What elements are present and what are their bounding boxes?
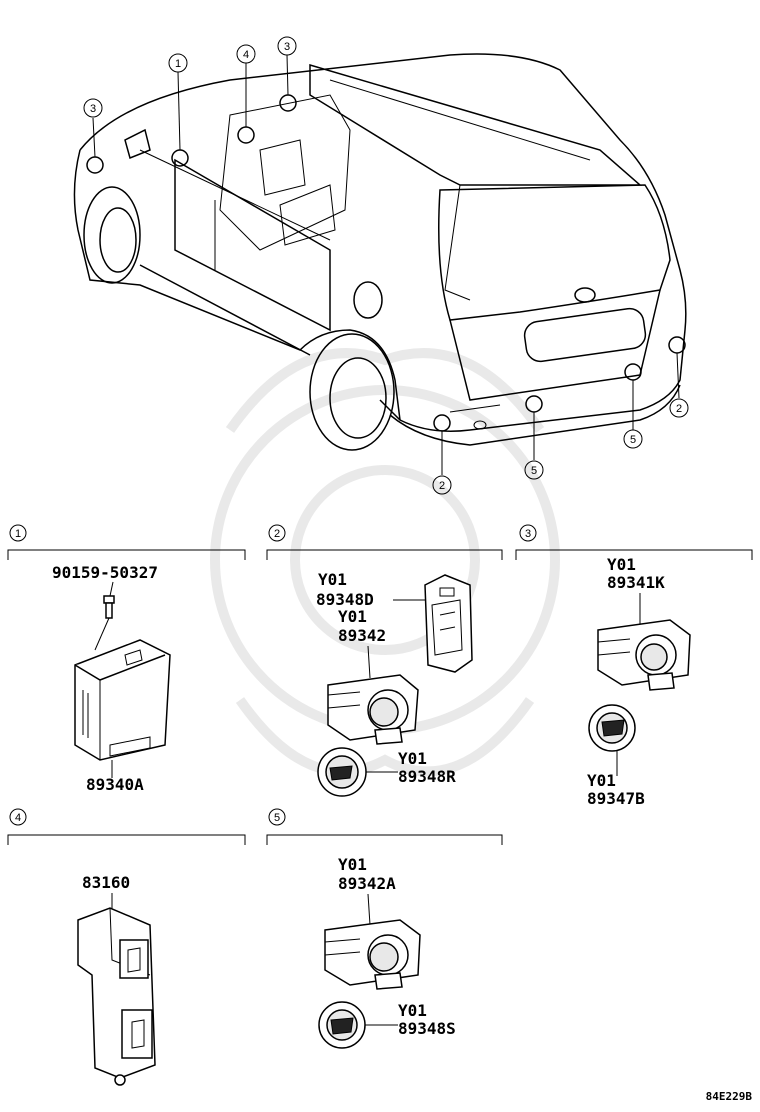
sensor-switch-panel xyxy=(77,907,156,1086)
part-89342A: 89342A xyxy=(338,874,396,893)
control-module-ecu xyxy=(74,639,171,761)
section-1-number: 1 xyxy=(15,528,21,540)
callout-2-left: 2 xyxy=(439,480,445,492)
vehicle-illustration xyxy=(73,53,687,475)
section-3: Y01 89341K Y01 89347B xyxy=(587,555,691,808)
part-89340A: 89340A xyxy=(86,775,144,794)
part-89348S: 89348S xyxy=(398,1019,456,1038)
corner-sensor-ring xyxy=(588,704,636,752)
callout-3-roof: 3 xyxy=(284,41,290,53)
section-2: Y01 89348D Y01 89342 Y01 89348R xyxy=(316,570,473,797)
parking-sensor xyxy=(327,674,419,745)
callout-circle xyxy=(623,429,643,449)
callout-circle xyxy=(277,36,297,56)
callout-circle xyxy=(669,398,689,418)
part-89348R: 89348R xyxy=(398,767,456,786)
part-89341K: 89341K xyxy=(607,573,665,592)
section-headers: 1 2 3 4 5 xyxy=(7,524,753,845)
section-3-number: 3 xyxy=(525,528,531,540)
part-y01-bracket: Y01 xyxy=(318,570,347,589)
part-83160: 83160 xyxy=(82,873,130,892)
part-y01-ring: Y01 xyxy=(398,749,427,768)
callout-circle xyxy=(432,475,452,495)
callout-circle xyxy=(83,98,103,118)
center-sensor-ring xyxy=(318,1001,366,1049)
section-1: 90159-50327 89340A xyxy=(52,563,171,794)
callout-5-left: 5 xyxy=(531,465,537,477)
part-89347B: 89347B xyxy=(587,789,645,808)
callout-5-right: 5 xyxy=(630,434,636,446)
part-89342: 89342 xyxy=(338,626,386,645)
callout-circle xyxy=(524,460,544,480)
part-89348D: 89348D xyxy=(316,590,374,609)
callout-2-right: 2 xyxy=(676,403,682,415)
bolt-icon xyxy=(103,595,115,619)
sensor-retainer-ring xyxy=(317,747,367,797)
diagram-code: 84E229B xyxy=(706,1090,753,1103)
part-y01-sensor: Y01 xyxy=(607,555,636,574)
center-sensor xyxy=(324,919,421,990)
section-5-number: 5 xyxy=(274,812,280,824)
section-5: Y01 89342A Y01 89348S xyxy=(318,855,456,1049)
part-y01-ring: Y01 xyxy=(587,771,616,790)
vehicle-callouts: 3 1 4 3 2 5 2 5 xyxy=(83,36,689,495)
corner-sensor xyxy=(597,619,691,691)
callout-3-front: 3 xyxy=(90,103,96,115)
part-y01-sensor: Y01 xyxy=(338,607,367,626)
part-y01-ring: Y01 xyxy=(398,1001,427,1020)
callout-circle xyxy=(168,53,188,73)
part-90159-50327: 90159-50327 xyxy=(52,563,158,582)
part-y01-sensor: Y01 xyxy=(338,855,367,874)
callout-4: 4 xyxy=(243,49,249,61)
callout-1: 1 xyxy=(175,58,181,70)
section-2-number: 2 xyxy=(274,528,280,540)
section-4-number: 4 xyxy=(15,812,21,824)
section-4: 83160 xyxy=(77,873,156,1086)
sensor-bracket xyxy=(424,574,473,673)
callout-circle xyxy=(236,44,256,64)
